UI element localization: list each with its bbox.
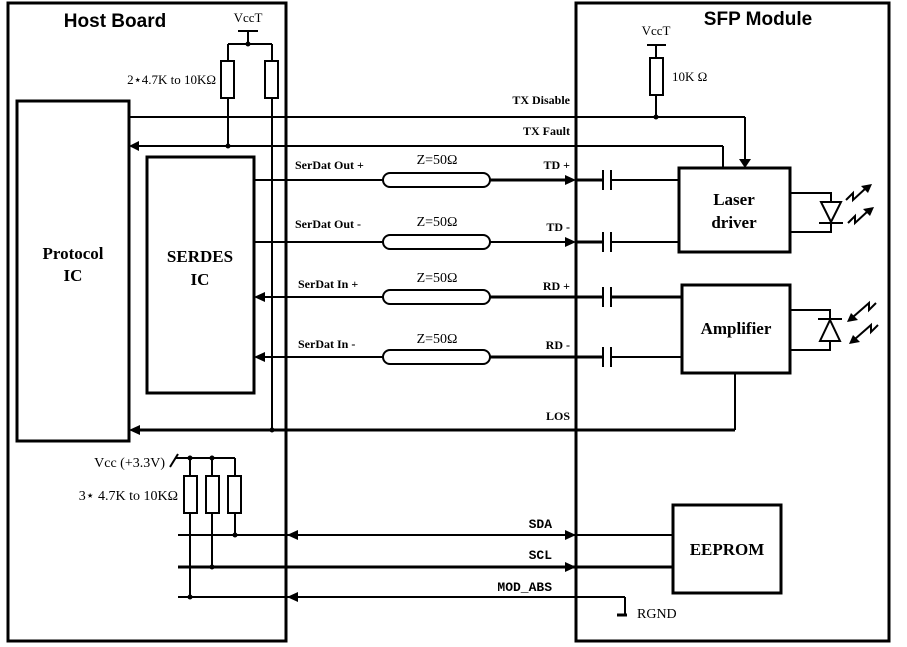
rgnd-label: RGND — [637, 607, 677, 622]
td-n-label: TD - — [546, 220, 570, 234]
serdat-in-n-line — [254, 347, 682, 367]
impedance-label: Z=50Ω — [417, 153, 458, 168]
pullup3-resistor-2 — [205, 475, 220, 514]
scl-label: SCL — [529, 548, 553, 563]
sfp-pullup-resistor — [649, 57, 664, 96]
vcc-label: Vcc (+3.3V) — [94, 456, 165, 471]
serdat-out-n-line — [254, 232, 679, 252]
amplifier-label: Amplifier — [701, 319, 772, 338]
serdat-in-p-line — [254, 287, 682, 307]
amplifier-block — [680, 283, 792, 375]
impedance-label: Z=50Ω — [417, 271, 458, 286]
eeprom-label: EEPROM — [690, 540, 765, 559]
tx-disable-line — [129, 116, 751, 168]
los-line — [129, 373, 736, 435]
serdat-out-n-label: SerDat Out - — [295, 217, 361, 231]
sfp-res-label: 10K Ω — [672, 69, 707, 84]
serdes-ic-label-2: IC — [191, 270, 210, 289]
host-vcct-supply — [227, 30, 273, 61]
sda-line — [178, 530, 673, 540]
sfp-vcct-supply — [647, 44, 666, 120]
protocol-ic-label-1: Protocol — [42, 244, 103, 263]
serdat-out-p-line — [254, 170, 679, 190]
tx-fault-line — [129, 141, 724, 168]
eeprom-block — [671, 503, 783, 595]
pullup-resistor-2 — [264, 60, 279, 99]
pullup3-resistor-3 — [227, 475, 242, 514]
host-pullup-label: 2⋆4.7K to 10KΩ — [127, 72, 216, 87]
serdes-ic-label-1: SERDES — [167, 247, 233, 266]
mod-abs-label: MOD_ABS — [497, 580, 552, 595]
td-p-label: TD + — [543, 158, 570, 172]
laser-diode-icon — [790, 184, 874, 233]
mod-abs-line — [178, 592, 627, 617]
pullup-resistor-1 — [220, 60, 235, 99]
host-vcct-label: VccT — [234, 10, 263, 25]
laser-driver-label-1: Laser — [713, 190, 755, 209]
rd-n-label: RD - — [546, 338, 570, 352]
tx-disable-label: TX Disable — [512, 93, 570, 107]
serdat-in-n-label: SerDat In - — [298, 337, 355, 351]
protocol-ic-label-2: IC — [64, 266, 83, 285]
rd-p-label: RD + — [543, 279, 570, 293]
pullup3-wires — [187, 513, 238, 600]
laser-driver-label-2: driver — [711, 213, 757, 232]
impedance-label: Z=50Ω — [417, 215, 458, 230]
tx-fault-label: TX Fault — [523, 124, 570, 138]
serdes-ic-block — [145, 155, 256, 395]
sfp-module-title: SFP Module — [704, 9, 812, 30]
vcc-supply — [169, 453, 236, 476]
scl-line — [178, 562, 673, 572]
serdat-out-p-label: SerDat Out + — [295, 158, 364, 172]
protocol-ic-block — [15, 99, 131, 443]
impedance-label: Z=50Ω — [417, 332, 458, 347]
los-label: LOS — [546, 409, 570, 423]
pullup3-label: 3⋆ 4.7K to 10KΩ — [79, 489, 178, 504]
pullup3-resistor-1 — [183, 475, 198, 514]
photodiode-icon — [790, 300, 879, 351]
sda-label: SDA — [529, 517, 553, 532]
laser-driver-block — [677, 166, 792, 254]
sfp-vcct-label: VccT — [642, 23, 671, 38]
host-board-title: Host Board — [64, 11, 166, 32]
serdat-in-p-label: SerDat In + — [298, 277, 358, 291]
